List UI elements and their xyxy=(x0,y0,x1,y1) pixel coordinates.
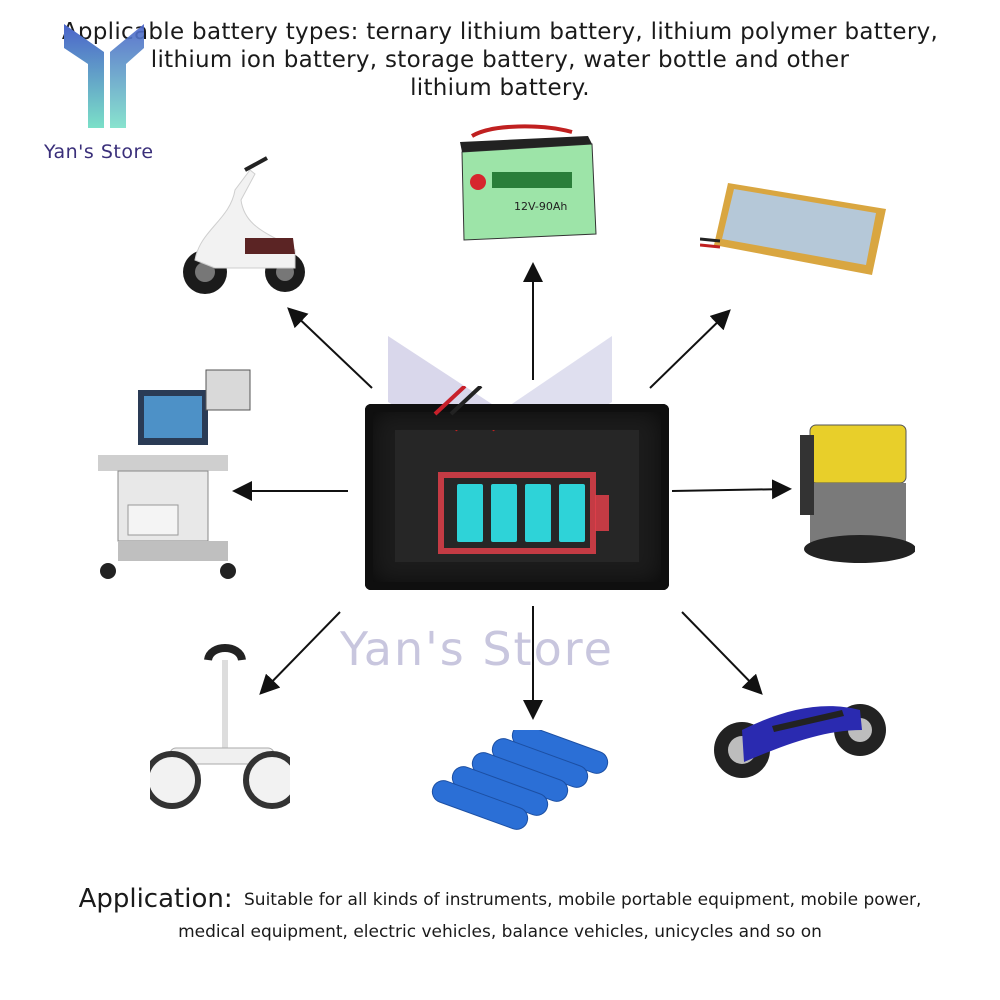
arrow-right xyxy=(671,479,792,500)
battery-types-line-2: lithium ion battery, storage battery, wa… xyxy=(150,47,850,73)
application-line-1: Application: Suitable for all kinds of i… xyxy=(0,884,1000,915)
scooter-icon xyxy=(183,156,305,294)
application-text: Application: Suitable for all kinds of i… xyxy=(0,884,1000,949)
display-wires xyxy=(433,386,483,416)
cylindrical-cells-icon xyxy=(431,730,609,830)
medical-cart-icon xyxy=(98,369,251,579)
arrow-up-right xyxy=(649,309,731,389)
battery-level-icon xyxy=(438,420,609,554)
battery-rating-label: 12V-90Ah xyxy=(514,200,567,213)
arrow-up-left xyxy=(287,307,373,389)
application-description-1: Suitable for all kinds of instruments, m… xyxy=(244,890,922,910)
store-logo-text: Yan's Store xyxy=(44,141,154,163)
application-label: Application: xyxy=(78,884,233,914)
hoverboard-icon xyxy=(714,704,886,778)
store-logo-icon xyxy=(64,24,144,128)
application-line-2: medical equipment, electric vehicles, ba… xyxy=(178,922,822,942)
lipo-battery-icon xyxy=(700,183,886,275)
battery-types-line-3: lithium battery. xyxy=(410,75,590,101)
watermark-text: Yan's Store xyxy=(340,622,614,676)
balance-scooter-icon xyxy=(150,644,290,809)
battery-types-line-1: Applicable battery types: ternary lithiu… xyxy=(61,19,939,45)
arrow-down-right xyxy=(681,611,763,695)
display-screen xyxy=(395,420,639,562)
arrow-down-left xyxy=(259,611,341,695)
battery-types-text: Applicable battery types: ternary lithiu… xyxy=(40,18,960,102)
floor-scrubber-icon xyxy=(800,424,915,563)
battery-icon: 12V-90Ah xyxy=(460,124,597,241)
battery-level-display xyxy=(365,386,669,590)
